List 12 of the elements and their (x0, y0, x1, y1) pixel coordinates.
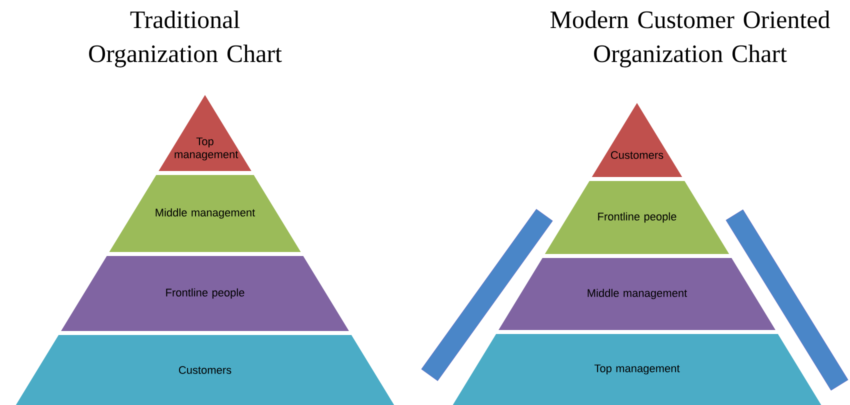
pyramid-tier: Middle management (109, 175, 301, 252)
slanted-bar (726, 209, 848, 391)
slanted-bar (421, 208, 553, 382)
pyramid-tier: Middle management (498, 258, 776, 330)
chart-title: Traditional Organization Chart (89, 10, 282, 68)
pyramid-tier: Customers (592, 103, 682, 177)
pyramid-tier: Top management (158, 95, 252, 171)
pyramid-tier: Frontline people (544, 181, 730, 254)
pyramid-tier: Top management (452, 334, 822, 405)
pyramid-tier: Customers (16, 335, 394, 405)
chart-title: Modern Customer Oriented Organization Chart (550, 10, 830, 68)
pyramid-tier: Frontline people (61, 256, 349, 331)
